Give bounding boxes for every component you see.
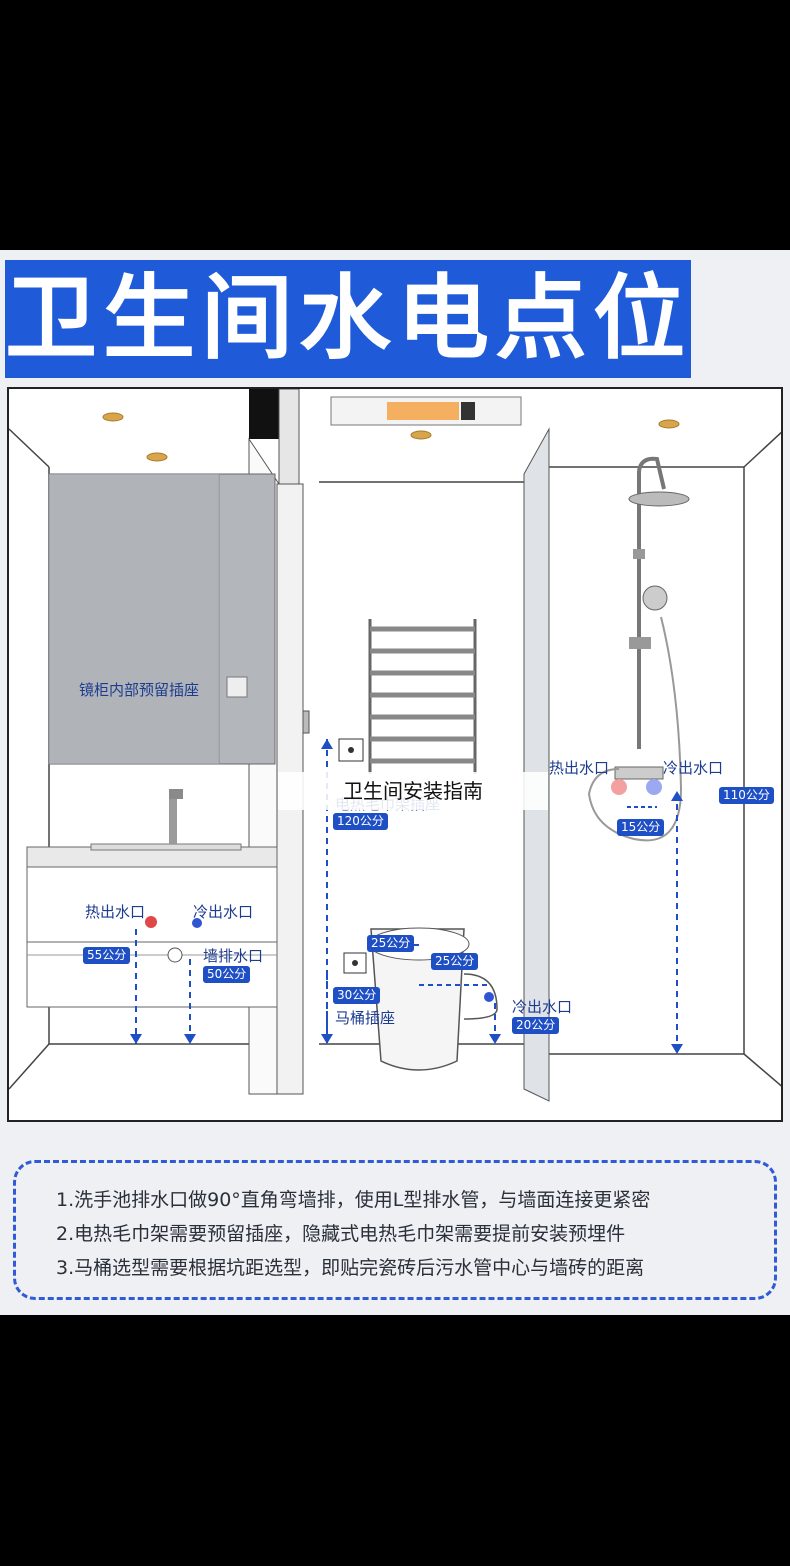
note-2: 2.电热毛巾架需要预留插座，隐藏式电热毛巾架需要提前安装预埋件: [56, 1223, 626, 1245]
note-1: 1.洗手池排水口做90°直角弯墙排，使用L型排水管，与墙面连接更紧密: [56, 1189, 651, 1211]
sink-drain-dimension: 50公分: [203, 966, 251, 983]
shower-height-dimension: 110公分: [719, 787, 774, 804]
sink-hot-dimension: 55公分: [83, 947, 131, 964]
sink-hot-outlet-label: 热出水口: [85, 903, 146, 921]
ceiling-lights: [102, 412, 680, 462]
shower-cold-outlet-label: 冷出水口: [663, 759, 724, 777]
bathroom-diagram: 镜柜内部预留插座 热出水口 冷出水口 墙排水口 55公分 50公分 电热毛巾架插…: [7, 387, 783, 1122]
shower-hot-outlet-label: 热出水口: [549, 759, 610, 777]
sink-wall-drain-label: 墙排水口: [203, 947, 264, 965]
notes-box: 1.洗手池排水口做90°直角弯墙排，使用L型排水管，与墙面连接更紧密 2.电热毛…: [13, 1160, 777, 1300]
toilet-offset-dimension: 25公分: [431, 953, 479, 970]
sink-cold-outlet-label: 冷出水口: [193, 903, 254, 921]
bathroom-illustration: [9, 389, 781, 1102]
toilet-socket-dimension: 30公分: [333, 987, 381, 1004]
page-title: 卫生间水电点位: [5, 260, 691, 378]
toilet-socket-label: 马桶插座: [335, 1009, 396, 1027]
overlay-caption: 卫生间安装指南: [278, 772, 548, 810]
mirror-cabinet-socket-label: 镜柜内部预留插座: [79, 681, 200, 699]
toilet-cold-outlet-label: 冷出水口: [512, 998, 573, 1016]
note-3: 3.马桶选型需要根据坑距选型，即贴完瓷砖后污水管中心与墙砖的距离: [56, 1257, 645, 1279]
toilet-cold-dimension: 20公分: [512, 1017, 560, 1034]
shower-spacing-dimension: 15公分: [617, 819, 665, 836]
towel-socket-dimension: 120公分: [333, 813, 388, 830]
toilet-top-dimension: 25公分: [367, 935, 415, 952]
